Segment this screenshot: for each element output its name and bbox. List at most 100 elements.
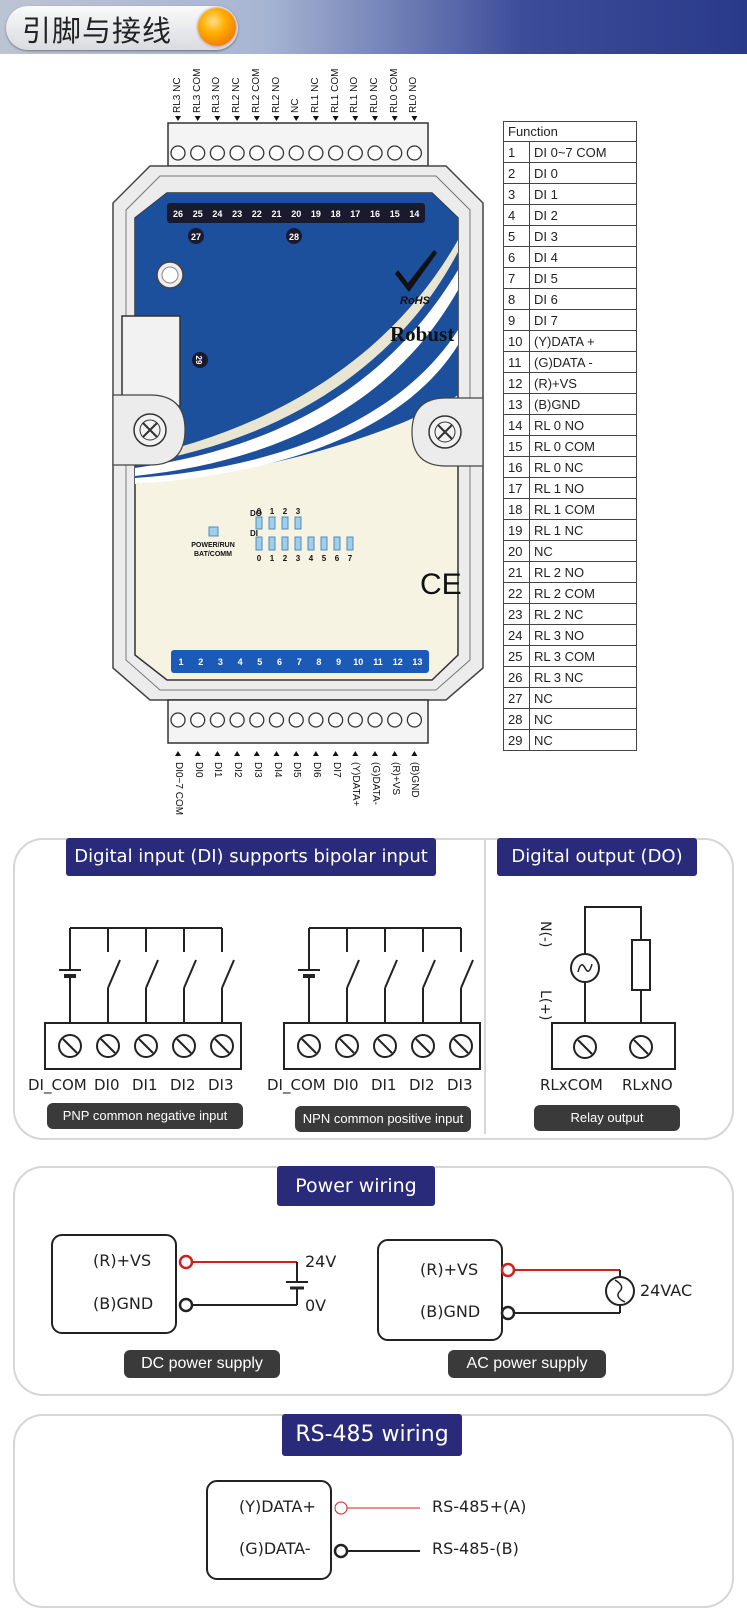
pin-function: RL 2 COM [529, 582, 637, 604]
terminal-screw [209, 712, 226, 728]
pin-number: 19 [503, 519, 530, 541]
top-terminal-label: RL1 COM [329, 68, 341, 113]
badge-27: 27 [191, 232, 201, 242]
switch-icon [422, 959, 436, 989]
terminal-screw [367, 712, 383, 728]
terminal-screw [229, 145, 245, 161]
di-label: DI0 [333, 1076, 359, 1094]
di-section-title: Digital input (DI) supports bipolar inpu… [66, 838, 436, 876]
di-led [255, 536, 263, 551]
di-label: DI1 [371, 1076, 397, 1094]
pin-function: (G)DATA - [529, 351, 637, 373]
right-screw-icon [411, 397, 484, 467]
di-led-digit: 7 [348, 554, 353, 563]
top-terminal-label: RL1 NC [309, 77, 321, 113]
do-led [268, 516, 276, 530]
pin-number: 26 [503, 666, 530, 688]
terminal-screw [308, 712, 324, 728]
pin-function: RL 3 COM [529, 645, 637, 667]
top-terminal-label: RL3 NO [211, 76, 223, 113]
arrow-icon [391, 751, 398, 756]
bottom-terminal-label: (B)GND [409, 762, 421, 798]
top-terminal-screws [170, 145, 423, 161]
arrow-icon [293, 116, 300, 121]
pin-number: 28 [503, 708, 530, 730]
panel-divider [484, 840, 486, 1134]
di-led [320, 536, 328, 551]
ac-caption: AC power supply [448, 1350, 606, 1378]
di-led-digit: 3 [296, 554, 301, 563]
terminal-screw [209, 145, 226, 161]
pin-function: RL 0 COM [529, 435, 637, 457]
gnd-terminal-dc [178, 1297, 194, 1313]
terminal-screw [268, 712, 285, 728]
terminal-screw [406, 712, 423, 728]
terminal-screw [249, 145, 265, 161]
dc-gnd-label: (B)GND [93, 1294, 154, 1313]
top-pin-number: 16 [370, 209, 380, 219]
bottom-pin-number: 13 [412, 657, 422, 667]
do-led [294, 516, 302, 530]
top-pin-number: 14 [409, 209, 419, 219]
dc-caption: DC power supply [124, 1350, 280, 1378]
arrow-icon [411, 751, 418, 756]
data-minus-terminal [333, 1543, 349, 1559]
function-table-header: Function [503, 121, 637, 142]
arrow-icon [332, 751, 339, 756]
orange-ball-icon [198, 8, 236, 46]
di-label: DI1 [132, 1076, 158, 1094]
arrow-icon [214, 751, 221, 756]
pin-number: 6 [503, 246, 530, 268]
relay-output-wiring [551, 906, 676, 1070]
bottom-pin-number: 1 [178, 657, 183, 667]
terminal-screw [387, 145, 403, 161]
terminal-screw [327, 145, 344, 161]
pin-number: 21 [503, 561, 530, 583]
pin-number: 25 [503, 645, 530, 667]
do-led-digit: 2 [283, 507, 288, 516]
ac-gnd-label: (B)GND [420, 1302, 481, 1321]
side-port [121, 315, 181, 407]
terminal-screw [170, 712, 186, 728]
top-pin-number: 22 [252, 209, 262, 219]
arrow-icon [312, 751, 319, 756]
pin-number: 22 [503, 582, 530, 604]
v0-label: 0V [305, 1296, 327, 1315]
di-led [281, 536, 289, 551]
terminal-screw [308, 145, 324, 161]
arrow-icon [332, 116, 339, 121]
switch-icon [346, 959, 360, 989]
pin-function: DI 6 [529, 288, 637, 310]
pin-number: 15 [503, 435, 530, 457]
switch-icon [384, 959, 398, 989]
l-plus-label: L(+) [537, 990, 553, 1021]
di-label: DI_COM [267, 1076, 326, 1094]
brand-logo: Robust [390, 322, 454, 346]
bottom-terminal-label: DI6 [310, 762, 322, 778]
top-terminal-label: RL2 NO [270, 76, 282, 113]
pin-function: RL 1 NC [529, 519, 637, 541]
pin-function: RL 3 NC [529, 666, 637, 688]
di-label: DI3 [208, 1076, 234, 1094]
pin-function: RL 2 NC [529, 603, 637, 625]
pin-function: RL 0 NO [529, 414, 637, 436]
switch-icon [460, 959, 474, 989]
pin-function: RL 0 NC [529, 456, 637, 478]
di-label: DI2 [409, 1076, 435, 1094]
bottom-terminal-label: DI1 [212, 762, 224, 778]
di-label: DI3 [447, 1076, 473, 1094]
arrow-icon [194, 751, 201, 756]
pin-function: DI 0~7 COM [529, 141, 637, 163]
top-pin-number: 21 [271, 209, 281, 219]
pin-number: 29 [503, 729, 530, 751]
di-led-digit: 4 [309, 554, 314, 563]
ac-device-box [377, 1239, 503, 1341]
rs485-a-label: RS-485+(A) [432, 1497, 527, 1516]
bottom-terminal-label: DI3 [251, 762, 263, 778]
